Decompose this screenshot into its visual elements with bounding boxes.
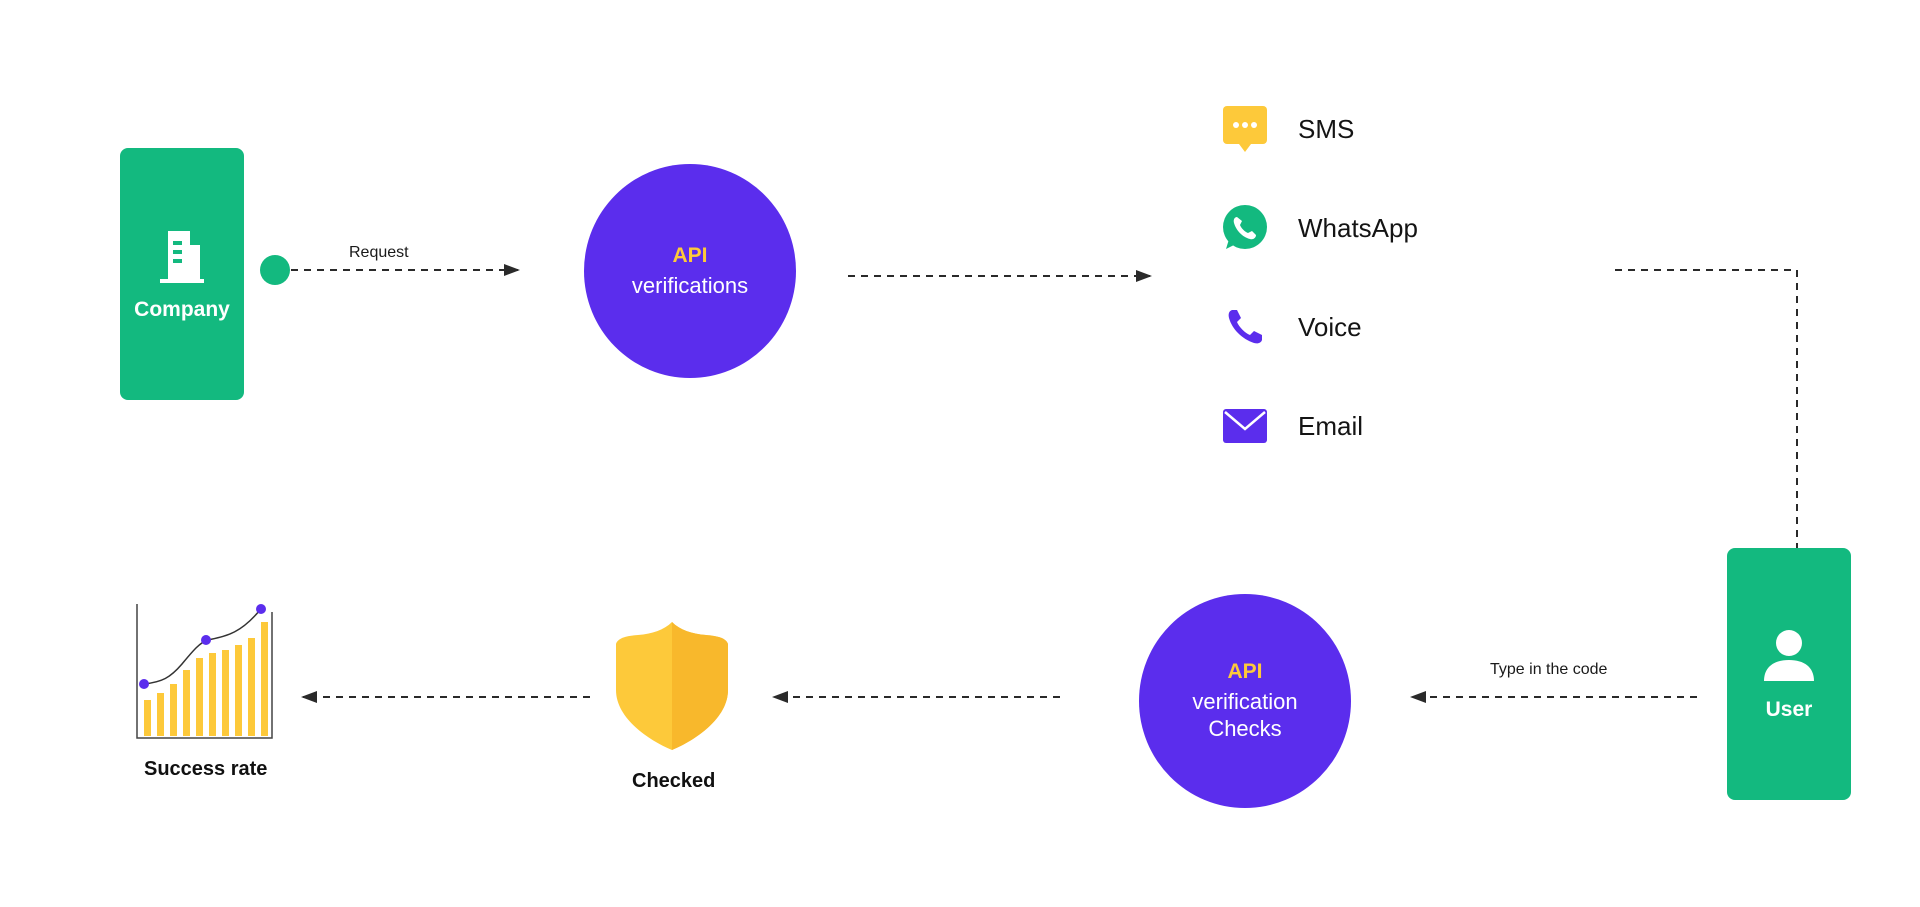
request-origin-dot	[260, 255, 290, 285]
request-label: Request	[349, 244, 409, 261]
channel-label: SMS	[1298, 113, 1355, 144]
type-code-label: Type in the code	[1490, 661, 1608, 678]
api-checks-subtitle-1: verification	[1192, 689, 1298, 714]
channel-whatsapp: WhatsApp	[1220, 203, 1418, 253]
delivery-connector	[1615, 269, 1798, 548]
phone-icon	[1220, 302, 1270, 352]
growth-chart-icon	[134, 600, 278, 747]
channel-sms: SMS	[1220, 104, 1354, 154]
api-title: API	[672, 243, 708, 267]
channel-label: WhatsApp	[1298, 212, 1418, 243]
success-rate-label: Success rate	[144, 758, 268, 780]
user-icon	[1761, 627, 1817, 688]
company-card: Company	[120, 148, 244, 400]
channel-voice: Voice	[1220, 302, 1362, 352]
channel-label: Voice	[1298, 311, 1362, 342]
api-title: API	[1227, 660, 1263, 683]
checked-label: Checked	[632, 770, 716, 792]
api-checks-node: API verification Checks	[1139, 594, 1351, 808]
api-verifications-node: API verifications	[584, 164, 796, 378]
user-label: User	[1765, 697, 1813, 721]
channel-email: Email	[1220, 401, 1363, 451]
envelope-icon	[1220, 401, 1270, 451]
whatsapp-icon	[1220, 203, 1270, 253]
api-checks-subtitle-2: Checks	[1208, 716, 1282, 741]
user-card: User	[1727, 548, 1851, 800]
channel-label: Email	[1298, 410, 1364, 441]
company-label: Company	[134, 297, 230, 321]
building-icon	[156, 227, 208, 288]
shield-icon	[612, 618, 732, 757]
sms-bubble-icon	[1220, 104, 1270, 154]
api-verifications-subtitle: verifications	[631, 272, 749, 298]
